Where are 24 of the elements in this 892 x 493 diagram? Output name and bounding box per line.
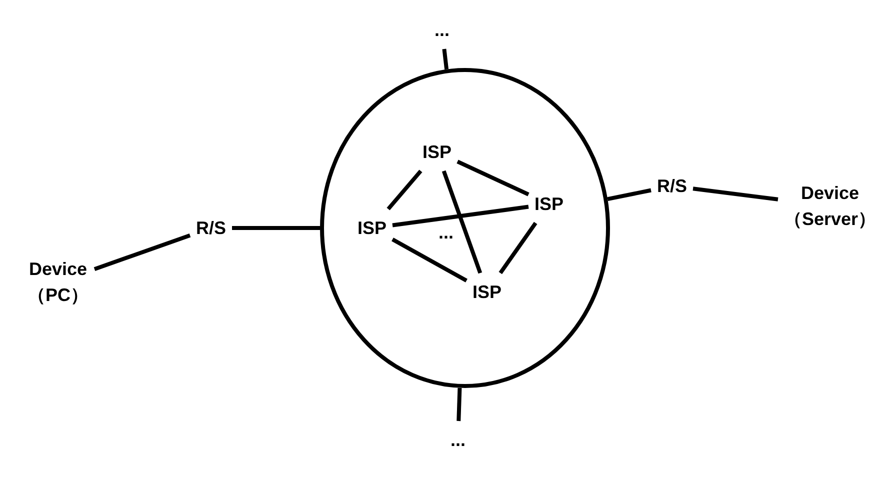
connector-line (442, 48, 449, 70)
connector-line (94, 234, 191, 271)
connector-line (607, 188, 652, 202)
connector-line (392, 238, 468, 282)
node-label: ISP (358, 217, 386, 240)
node-label: ISP (422, 141, 452, 164)
connector-line (498, 222, 538, 274)
node-label: ISP (472, 281, 502, 304)
node-label: ISP (534, 193, 564, 216)
node-label: （PC） (28, 284, 88, 307)
node-label: ... (450, 429, 466, 452)
node-label: （Server） (784, 208, 876, 231)
node-label: R/S (196, 217, 226, 240)
node-label: Device (800, 182, 860, 205)
node-label: Device (28, 258, 88, 281)
connector-line (442, 170, 482, 274)
connector-line (456, 160, 530, 196)
connector-line (232, 226, 320, 230)
connector-line (692, 186, 778, 202)
connector-line (386, 170, 422, 210)
connector-line (456, 388, 462, 422)
connector-line (392, 204, 529, 228)
node-label: ... (434, 19, 450, 42)
node-label: R/S (657, 175, 687, 198)
